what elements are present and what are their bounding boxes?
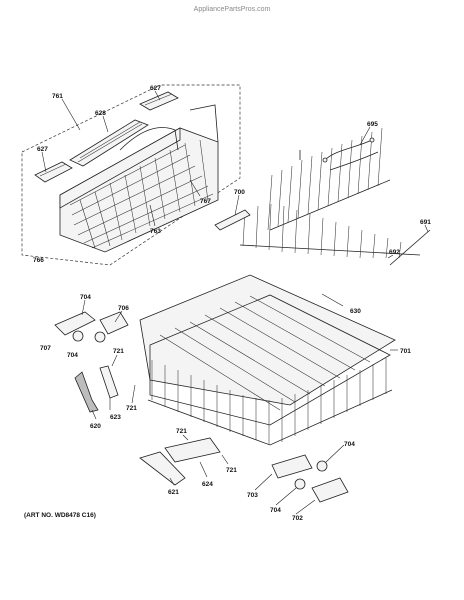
part-label-707: 707 — [40, 345, 51, 352]
basket-lid-small-right[interactable] — [139, 91, 179, 111]
part-label-704-bottom: 704 — [270, 507, 281, 514]
part-label-704-top: 704 — [80, 294, 91, 301]
bracket-620[interactable] — [74, 371, 99, 413]
leader-lines — [41, 90, 429, 515]
watermark: AppliancePartsPros.com — [194, 6, 271, 13]
wheel-bracket-left[interactable] — [54, 311, 129, 343]
part-label-700: 700 — [234, 189, 245, 196]
part-label-767: 767 — [200, 198, 211, 205]
part-label-702: 702 — [292, 515, 303, 522]
part-label-761: 761 — [52, 93, 63, 100]
part-label-721-a: 721 — [113, 348, 124, 355]
part-label-703: 703 — [247, 492, 258, 499]
rack-clip[interactable] — [214, 209, 251, 231]
part-label-623: 623 — [110, 414, 121, 421]
part-label-704-right: 704 — [344, 441, 355, 448]
bracket-624[interactable] — [164, 437, 221, 463]
part-label-628: 628 — [95, 110, 106, 117]
part-label-692: 692 — [389, 249, 400, 256]
silverware-basket-group — [21, 84, 241, 266]
part-label-630: 630 — [350, 308, 361, 315]
part-label-691: 691 — [420, 219, 431, 226]
part-label-704-mid: 704 — [67, 352, 78, 359]
tine-rack-upper[interactable] — [239, 127, 421, 259]
bracket-621[interactable] — [139, 451, 186, 486]
silverware-basket[interactable] — [59, 104, 219, 253]
basket-lid-small-left[interactable] — [34, 161, 73, 183]
basket-lid-large[interactable] — [69, 119, 149, 167]
part-label-701: 701 — [400, 348, 411, 355]
part-label-620: 620 — [90, 423, 101, 430]
art-number: (ART NO. WD8478 C16) — [24, 512, 96, 519]
part-label-721-d: 721 — [226, 467, 237, 474]
part-labels: 761 628 627 627 767 763 766 695 700 691 … — [33, 85, 431, 522]
wheel-assembly-703[interactable] — [271, 454, 328, 479]
rack-rod[interactable] — [389, 229, 431, 266]
part-label-706: 706 — [118, 305, 129, 312]
part-label-695: 695 — [367, 121, 378, 128]
bracket-702[interactable] — [311, 477, 349, 503]
bracket-623[interactable] — [99, 365, 119, 399]
part-label-766: 766 — [33, 257, 44, 264]
wheel-704-bottom[interactable] — [294, 478, 306, 490]
lower-rack[interactable] — [139, 274, 396, 446]
part-label-627-left: 627 — [37, 146, 48, 153]
cable-assembly[interactable] — [322, 137, 379, 171]
part-label-721-c: 721 — [176, 428, 187, 435]
part-label-621: 621 — [168, 489, 179, 496]
part-label-763: 763 — [150, 228, 161, 235]
part-label-624: 624 — [202, 481, 213, 488]
part-label-627-right: 627 — [150, 85, 161, 92]
part-label-721-b: 721 — [126, 405, 137, 412]
